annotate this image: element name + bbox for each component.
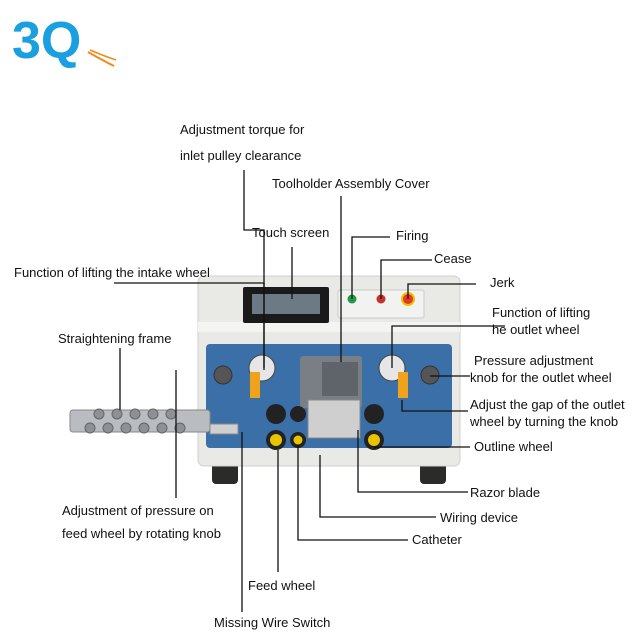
- label-adjustment-torque-2: inlet pulley clearance: [180, 148, 302, 163]
- brand-logo: 3Q: [12, 12, 117, 68]
- label-outline-wheel: Outline wheel: [474, 439, 553, 454]
- label-firing: Firing: [396, 228, 429, 243]
- label-pressure-feed-1: Adjustment of pressure on: [62, 503, 214, 518]
- label-missing-wire-switch: Missing Wire Switch: [214, 615, 331, 630]
- logo-swoosh: [87, 51, 115, 67]
- label-cease: Cease: [434, 251, 472, 266]
- label-lifting-outlet-1: Function of lifting: [492, 305, 591, 320]
- label-toolholder-cover: Toolholder Assembly Cover: [272, 176, 430, 191]
- feed-pressure-knob[interactable]: [213, 365, 233, 385]
- outline-wheel-top: [364, 404, 384, 424]
- logo-text: 3Q: [12, 12, 81, 68]
- label-lifting-intake: Function of lifting the intake wheel: [14, 265, 210, 280]
- label-feed-wheel: Feed wheel: [248, 578, 316, 593]
- outlet-pressure-knob[interactable]: [420, 365, 440, 385]
- label-gap-outlet-2: wheel by turning the knob: [470, 414, 619, 429]
- label-gap-outlet-1: Adjust the gap of the outlet: [470, 397, 625, 412]
- feed-wheel-top: [266, 404, 286, 424]
- label-touch-screen: Touch screen: [252, 225, 330, 240]
- label-razor-blade: Razor blade: [470, 485, 541, 500]
- label-adjustment-torque-1: Adjustment torque for: [180, 122, 305, 137]
- label-catheter: Catheter: [412, 532, 462, 547]
- label-pressure-outlet-1: Pressure adjustment: [474, 353, 594, 368]
- label-pressure-feed-2: feed wheel by rotating knob: [62, 526, 221, 541]
- label-jerk: Jerk: [490, 275, 515, 290]
- label-pressure-outlet-2: knob for the outlet wheel: [470, 370, 612, 385]
- label-wiring-device: Wiring device: [440, 510, 519, 525]
- label-straightening-frame: Straightening frame: [58, 331, 172, 346]
- leader-lines: [114, 170, 505, 612]
- label-lifting-outlet-2: he outlet wheel: [492, 322, 580, 337]
